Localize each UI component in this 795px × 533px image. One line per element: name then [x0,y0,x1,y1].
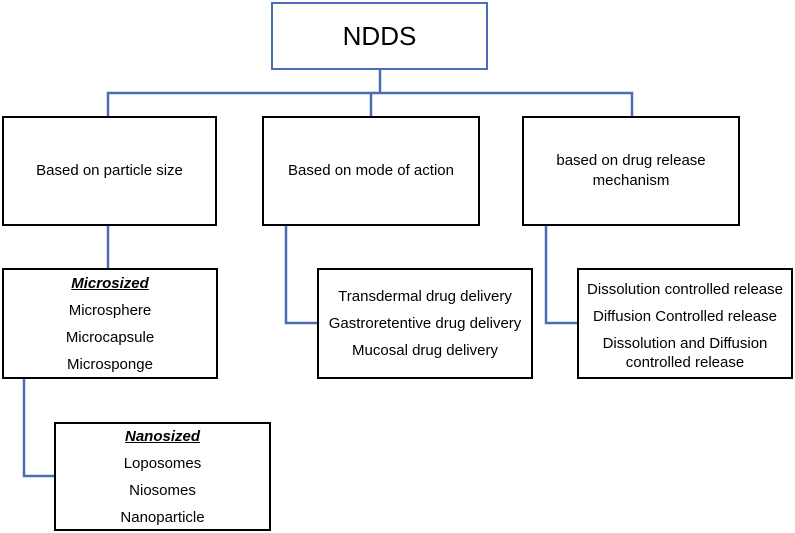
connector-micro-to-nano [22,378,54,478]
nanosized-item: Nanoparticle [120,508,205,526]
nanosized-item: Niosomes [129,481,196,499]
release-mechanism-item: Diffusion Controlled release [593,307,777,325]
microsized-item: Microcapsule [65,328,155,346]
mode-of-action-list-box: Transdermal drug delivery Gastroretentiv… [317,268,533,379]
microsized-box: Microsized Microsphere Microcapsule Micr… [2,268,218,379]
category-box-particle-size: Based on particle size [2,116,217,226]
category-label-release-mechanism: based on drug release mechanism [556,152,706,189]
nanosized-item: Loposomes [123,454,202,472]
release-mechanism-item: Dissolution and Diffusion controlled rel… [602,334,768,371]
microsized-heading: Microsized [71,274,149,292]
release-mechanism-list-box: Dissolution controlled release Diffusion… [577,268,793,379]
mode-of-action-item: Gastroretentive drug delivery [328,315,522,332]
connector-release-to-list [544,225,578,325]
category-box-release-mechanism: based on drug release mechanism [522,116,740,226]
microsized-item: Microsponge [67,355,153,373]
root-label: NDDS [342,20,417,51]
root-box-ndds: NDDS [271,2,488,70]
nanosized-heading: Nanosized [124,427,200,445]
connector-mode-to-list [284,225,318,325]
mode-of-action-item: Transdermal drug delivery [338,288,512,305]
nanosized-box: Nanosized Loposomes Niosomes Nanoparticl… [54,422,271,531]
category-box-mode-of-action: Based on mode of action [262,116,480,226]
mode-of-action-item: Mucosal drug delivery [352,342,498,359]
release-mechanism-item: Dissolution controlled release [587,280,783,298]
microsized-item: Microsphere [68,301,152,319]
category-label-mode-of-action: Based on mode of action [288,162,454,179]
category-label-particle-size: Based on particle size [36,162,183,179]
